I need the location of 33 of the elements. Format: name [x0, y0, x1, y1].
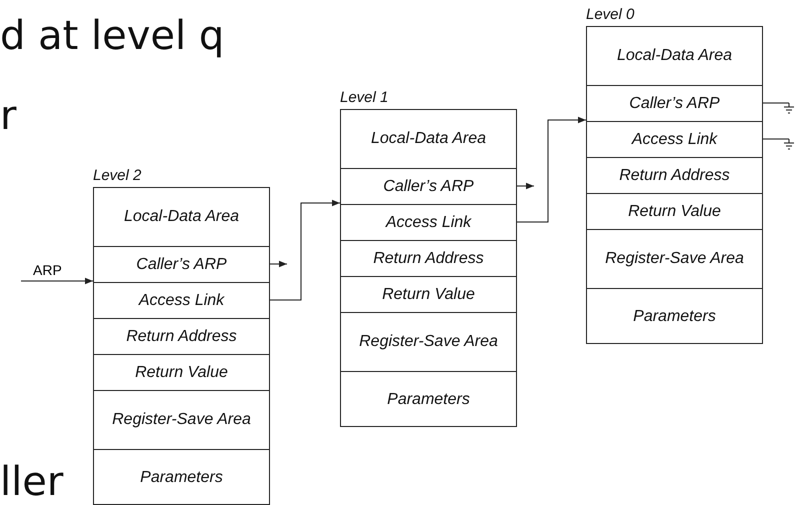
field-name: Caller’s ARP: [136, 256, 227, 274]
slide-text: d at level q: [0, 16, 224, 56]
level-heading: Level 0: [586, 6, 634, 23]
pointer-arrow: [268, 260, 288, 268]
field-name: Parameters: [633, 308, 716, 326]
field-name: Return Address: [126, 328, 237, 346]
field-name: Register-Save Area: [112, 411, 251, 429]
field-name: Return Address: [619, 166, 730, 184]
pointer-arrow: [516, 182, 534, 190]
pointer-arrow: [268, 200, 340, 300]
field-name: Register-Save Area: [605, 250, 744, 268]
level-heading: Level 2: [93, 167, 142, 184]
level-heading: Level 1: [340, 89, 388, 106]
field-name: Local-Data Area: [616, 47, 732, 65]
field-name: Parameters: [387, 391, 470, 409]
field-name: Access Link: [138, 292, 224, 310]
field-name: Caller’s ARP: [629, 94, 720, 112]
field-name: Local-Data Area: [124, 208, 240, 226]
field-name: Return Value: [135, 364, 228, 382]
field-name: Caller’s ARP: [383, 178, 474, 196]
field-name: Access Link: [386, 214, 472, 232]
slide-text: r: [0, 96, 16, 136]
field-name: Local-Data Area: [370, 130, 486, 148]
field-name: Return Value: [382, 286, 475, 304]
field-name: Parameters: [140, 469, 223, 487]
field-name: Access Link: [632, 130, 718, 148]
field-name: Return Value: [628, 202, 721, 220]
pointer-arrow: [20, 278, 94, 284]
field-name: Register-Save Area: [359, 333, 498, 351]
pointer-label: ARP: [33, 262, 62, 278]
field-name: Return Address: [373, 250, 484, 268]
slide-text: ller: [0, 462, 64, 502]
pointer-arrow: [516, 116, 586, 222]
